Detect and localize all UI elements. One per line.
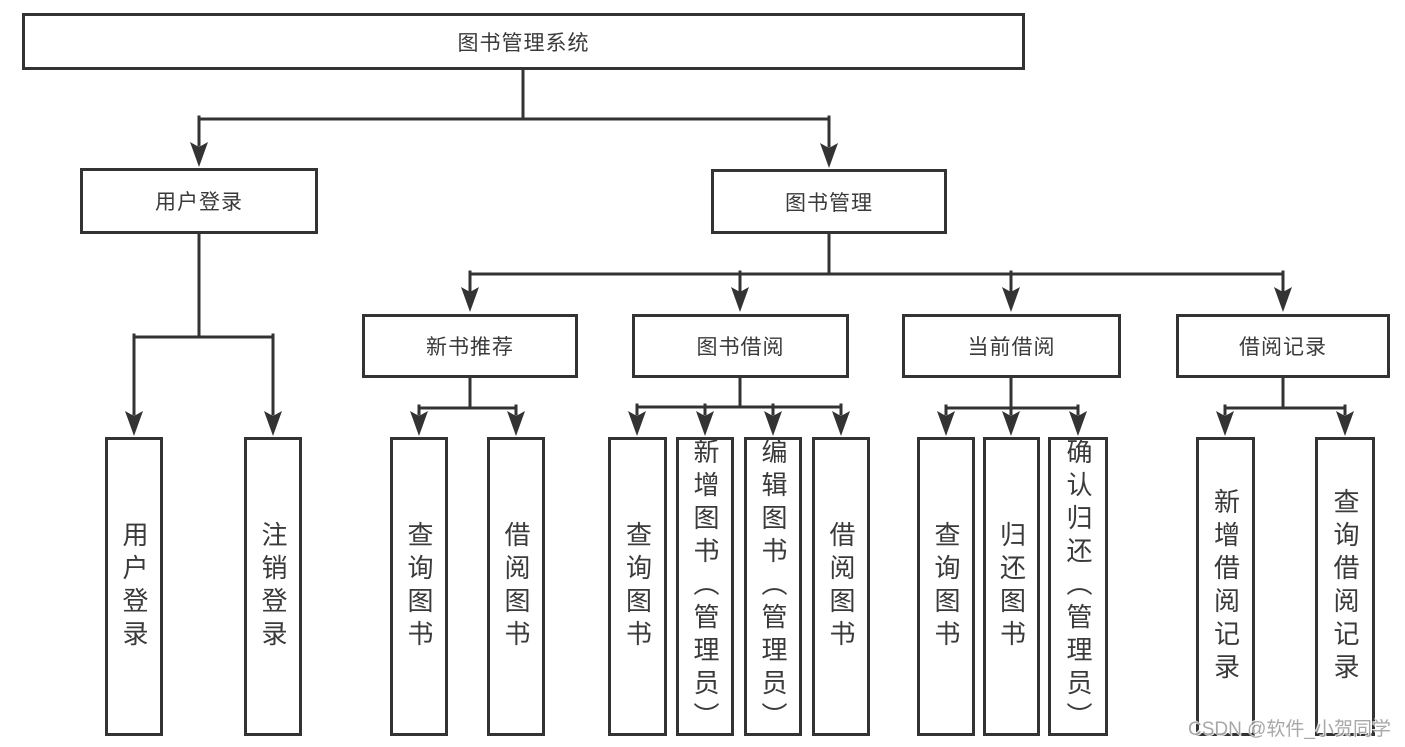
arrow-down-icon <box>410 411 428 436</box>
csdn-watermark: CSDN @软件_小贺同学 <box>1188 719 1391 740</box>
connector-lines <box>132 68 1347 416</box>
connector-current-borrow-to-leaves <box>944 376 1080 416</box>
arrow-down-icon <box>507 411 525 436</box>
arrow-down-icon <box>125 411 143 436</box>
arrow-down-icon <box>628 411 646 436</box>
connector-new-book-recommend-to-leaves <box>417 376 518 416</box>
connector-book-management-to-level2 <box>468 232 1285 293</box>
arrow-down-icon <box>264 411 282 436</box>
arrow-down-icon <box>1274 287 1292 312</box>
connector-book-borrow-to-leaves <box>635 376 843 416</box>
node-leaf-edit-books-admin: 编辑图书（管理员） <box>744 437 802 736</box>
arrowhead-icons <box>125 142 1354 436</box>
arrow-down-icon <box>696 411 714 436</box>
node-leaf-return-books: 归还图书 <box>983 437 1040 736</box>
connector-root-to-level1 <box>197 68 831 148</box>
arrow-down-icon <box>1069 411 1087 436</box>
arrow-down-icon <box>832 411 850 436</box>
connector-user-login-to-leaves <box>132 232 275 416</box>
node-leaf-borrow-books: 借阅图书 <box>812 437 870 736</box>
node-book-management: 图书管理 <box>711 169 947 234</box>
node-root-library-system: 图书管理系统 <box>22 13 1025 70</box>
arrow-down-icon <box>1216 411 1234 436</box>
arrow-down-icon <box>190 142 208 167</box>
node-leaf-query-borrow-record: 查询借阅记录 <box>1315 437 1375 736</box>
node-leaf-query-books-borrow: 查询图书 <box>608 437 667 736</box>
node-leaf-logout: 注销登录 <box>244 437 302 736</box>
node-user-login: 用户登录 <box>80 168 318 234</box>
arrow-down-icon <box>731 287 749 312</box>
arrow-down-icon <box>1002 287 1020 312</box>
node-leaf-borrow-books-recommend: 借阅图书 <box>487 437 545 736</box>
connector-borrow-records-to-leaves <box>1223 376 1347 416</box>
node-leaf-query-books-current: 查询图书 <box>917 437 975 736</box>
node-leaf-query-books-recommend: 查询图书 <box>390 437 448 736</box>
arrow-down-icon <box>764 411 782 436</box>
arrow-down-icon <box>820 143 838 168</box>
node-leaf-user-login: 用户登录 <box>105 437 163 736</box>
node-leaf-confirm-return-admin: 确认归还（管理员） <box>1048 437 1108 736</box>
node-current-borrow: 当前借阅 <box>902 314 1121 378</box>
arrow-down-icon <box>461 287 479 312</box>
node-new-book-recommend: 新书推荐 <box>362 314 578 378</box>
node-book-borrow: 图书借阅 <box>632 314 849 378</box>
node-leaf-add-borrow-record: 新增借阅记录 <box>1196 437 1255 736</box>
node-borrow-records: 借阅记录 <box>1176 314 1390 378</box>
node-leaf-add-books-admin: 新增图书（管理员） <box>676 437 734 736</box>
arrow-down-icon <box>1336 411 1354 436</box>
arrow-down-icon <box>937 411 955 436</box>
arrow-down-icon <box>1002 411 1020 436</box>
